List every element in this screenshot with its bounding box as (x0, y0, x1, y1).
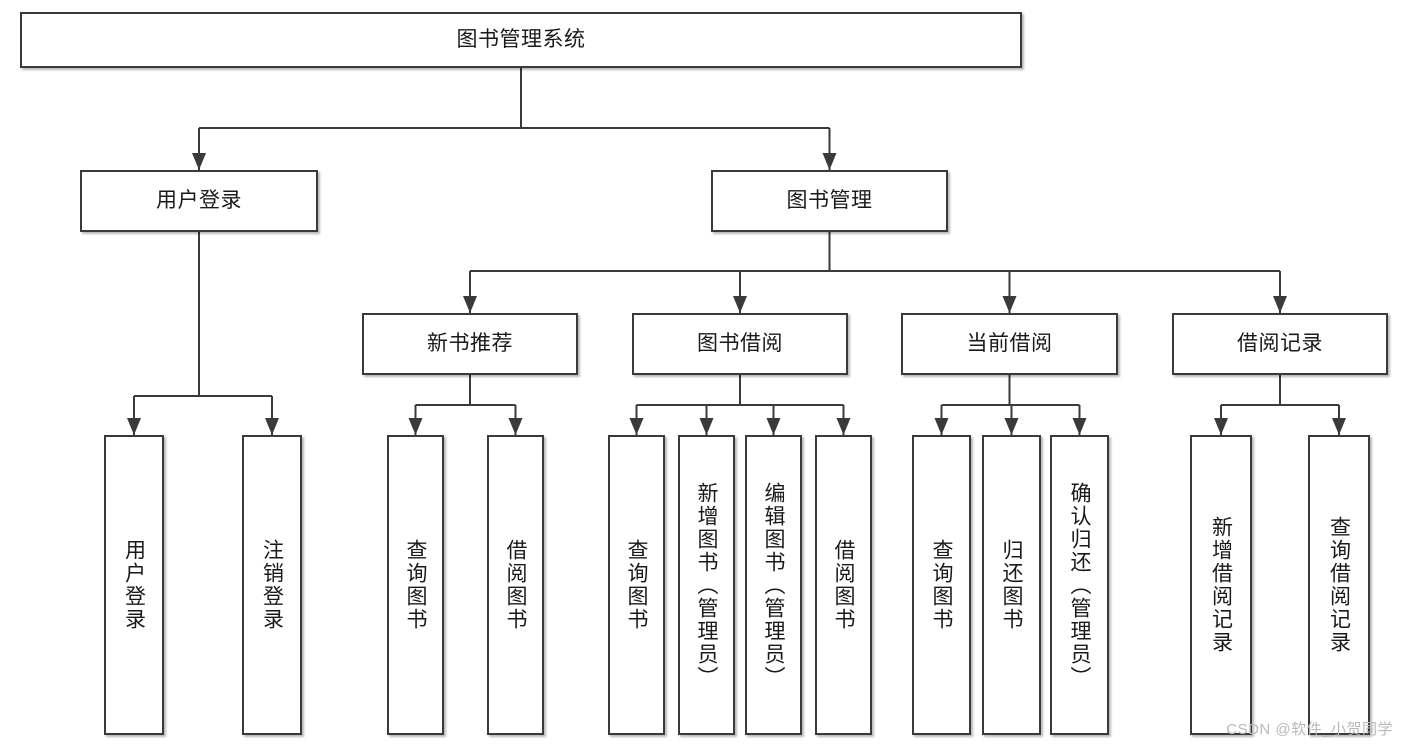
node-leaf-borrow-1[interactable]: 借阅图书 (487, 435, 544, 735)
node-leaf-logout[interactable]: 注销登录 (242, 435, 302, 735)
arrowhead-to-leaf-edit-book (766, 418, 781, 435)
arrowhead-to-leaf-borrow-1 (508, 418, 523, 435)
node-label: 新书推荐 (427, 332, 513, 356)
node-label: 确认归还（管理员） (1068, 481, 1091, 689)
arrowhead-to-leaf-query-3 (934, 418, 949, 435)
node-label: 查询图书 (930, 539, 953, 631)
edge-group-bus-user-login (127, 232, 279, 435)
arrowhead-to-leaf-borrow-2 (836, 418, 851, 435)
arrowhead-to-leaf-confirm (1072, 418, 1087, 435)
edge-group-bus-borrow-record (1214, 375, 1346, 435)
node-borrow-record[interactable]: 借阅记录 (1172, 313, 1388, 375)
node-label: 查询借阅记录 (1327, 516, 1351, 654)
arrowhead-to-book-manage (822, 153, 837, 170)
arrowhead-to-leaf-query-2 (629, 418, 644, 435)
arrowhead-to-leaf-query-rec (1332, 418, 1346, 435)
node-leaf-query-1[interactable]: 查询图书 (387, 435, 444, 735)
node-leaf-edit-book[interactable]: 编辑图书（管理员） (745, 435, 802, 735)
arrowhead-to-leaf-query-1 (408, 418, 423, 435)
arrowhead-to-leaf-add-rec (1214, 418, 1228, 435)
node-leaf-add-rec[interactable]: 新增借阅记录 (1190, 435, 1252, 735)
node-label: 编辑图书（管理员） (762, 481, 785, 689)
node-label: 查询图书 (404, 539, 427, 631)
node-label: 图书借阅 (697, 332, 783, 356)
edge-group-bus-new-book-rec (408, 375, 523, 435)
node-label: 当前借阅 (966, 332, 1053, 356)
node-current-borrow[interactable]: 当前借阅 (901, 313, 1118, 375)
node-leaf-query-3[interactable]: 查询图书 (912, 435, 971, 735)
node-label: 新增图书（管理员） (695, 481, 718, 689)
node-leaf-query-rec[interactable]: 查询借阅记录 (1308, 435, 1370, 735)
node-leaf-borrow-2[interactable]: 借阅图书 (815, 435, 872, 735)
arrowhead-to-leaf-return (1004, 418, 1019, 435)
arrowhead-to-leaf-add-book (699, 418, 714, 435)
node-leaf-return[interactable]: 归还图书 (982, 435, 1041, 735)
edge-group-bus-book-borrow (629, 375, 851, 435)
node-label: 用户登录 (156, 189, 242, 213)
node-user-login[interactable]: 用户登录 (80, 170, 318, 232)
edge-group-bus-root (192, 68, 837, 170)
edge-group-bus-current-borrow (934, 375, 1087, 435)
arrowhead-to-current-borrow (1002, 296, 1017, 313)
node-label: 图书管理系统 (456, 28, 586, 52)
node-root[interactable]: 图书管理系统 (20, 12, 1022, 68)
node-leaf-add-book[interactable]: 新增图书（管理员） (678, 435, 735, 735)
node-label: 借阅图书 (504, 539, 527, 631)
arrowhead-to-borrow-record (1273, 296, 1287, 313)
node-label: 新增借阅记录 (1209, 516, 1233, 654)
arrowhead-to-user-login (192, 153, 206, 170)
node-leaf-confirm[interactable]: 确认归还（管理员） (1050, 435, 1109, 735)
node-label: 借阅图书 (832, 539, 855, 631)
arrowhead-to-book-borrow (733, 296, 747, 313)
node-book-borrow[interactable]: 图书借阅 (632, 313, 848, 375)
node-book-manage[interactable]: 图书管理 (711, 170, 948, 232)
node-label: 注销登录 (260, 539, 284, 631)
node-label: 查询图书 (625, 539, 648, 631)
node-leaf-query-2[interactable]: 查询图书 (608, 435, 665, 735)
node-new-book-rec[interactable]: 新书推荐 (362, 313, 578, 375)
node-label: 归还图书 (1000, 539, 1023, 631)
edge-group-bus-book-manage (463, 232, 1287, 313)
node-label: 用户登录 (122, 539, 146, 631)
node-label: 借阅记录 (1237, 332, 1323, 356)
arrowhead-to-new-book-rec (463, 296, 477, 313)
arrowhead-to-leaf-logout (265, 418, 279, 435)
node-label: 图书管理 (786, 189, 873, 213)
node-leaf-user-login[interactable]: 用户登录 (104, 435, 164, 735)
arrowhead-to-leaf-user-login (127, 418, 141, 435)
